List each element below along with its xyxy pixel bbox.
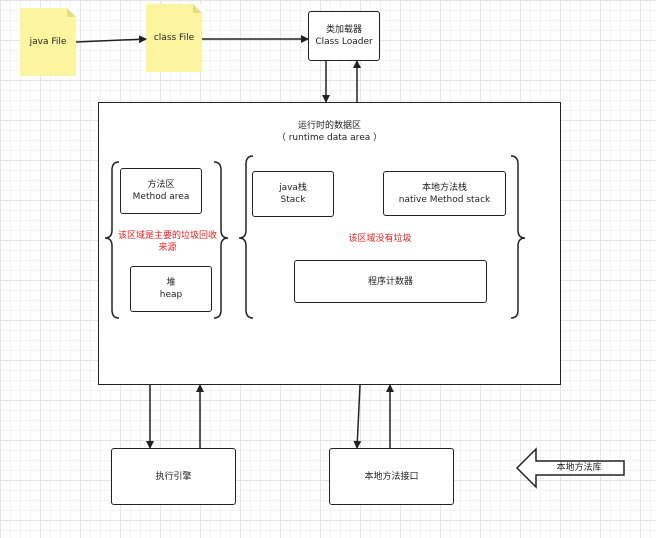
native-method-library-label: 本地方法库 <box>556 463 602 473</box>
runtime-data-area-title-cn: 运行时的数据区 <box>297 121 361 131</box>
execution-engine-label: 执行引擎 <box>155 471 192 482</box>
method-area-label-cn: 方法区 <box>147 180 175 190</box>
heap-label-cn: 堆 <box>166 278 176 288</box>
java-to-class-arrow <box>75 35 147 44</box>
class-file-note: class File <box>146 4 202 72</box>
runtime-data-area-title: 运行时的数据区 （ runtime data area ） <box>98 120 561 144</box>
gc-source-line2: 来源 <box>158 243 177 253</box>
no-gc-annotation: 该区域没有垃圾 <box>348 234 412 244</box>
native-method-interface-box: 本地方法接口 <box>329 448 454 505</box>
class-loader-label-cn: 类加载器 <box>325 25 362 35</box>
class-loader-box: 类加载器 Class Loader <box>308 11 380 61</box>
runtime-data-area-title-en: （ runtime data area ） <box>276 133 383 143</box>
method-area-box: 方法区 Method area <box>120 168 202 214</box>
native-method-stack-label-cn: 本地方法栈 <box>421 182 467 193</box>
native-method-stack-box: 本地方法栈 native Method stack <box>383 171 506 216</box>
heap-box: 堆 heap <box>130 266 212 312</box>
gc-source-line1: 该区域是主要的垃圾回收 <box>117 231 217 241</box>
method-area-label-en: Method area <box>132 192 190 202</box>
class-file-label: class File <box>153 33 195 43</box>
program-counter-label: 程序计数器 <box>367 276 413 287</box>
runtime-data-area-box <box>98 102 561 385</box>
native-method-interface-label: 本地方法接口 <box>364 471 419 482</box>
java-stack-label-cn: java栈 <box>279 183 307 193</box>
java-stack-box: java栈 Stack <box>252 171 334 217</box>
java-file-label: java File <box>29 37 67 47</box>
heap-label-en: heap <box>159 290 183 300</box>
runtime-to-interface-arrow <box>353 384 362 449</box>
execution-engine-box: 执行引擎 <box>111 448 236 505</box>
java-file-note: java File <box>20 8 76 76</box>
java-stack-label-en: Stack <box>280 195 306 205</box>
native-method-stack-label-en: native Method stack <box>398 194 491 205</box>
program-counter-box: 程序计数器 <box>294 260 487 303</box>
gc-source-annotation: 该区域是主要的垃圾回收 来源 <box>110 230 225 254</box>
class-loader-label-en: Class Loader <box>315 37 373 47</box>
